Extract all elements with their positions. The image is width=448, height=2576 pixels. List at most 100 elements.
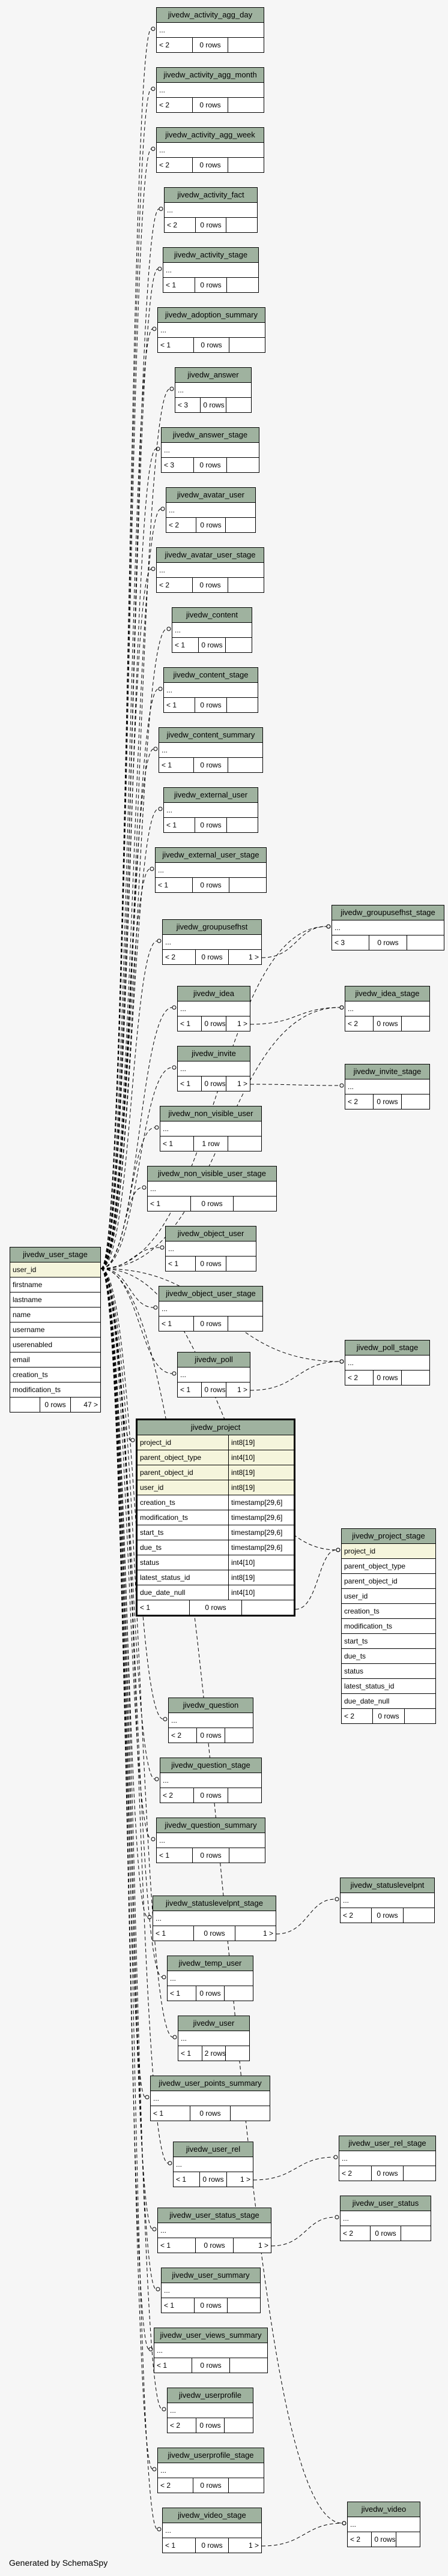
table-name[interactable]: jivedw_groupusefhst (163, 920, 261, 935)
table-name[interactable]: jivedw_non_visible_user (160, 1106, 261, 1121)
table-name[interactable]: jivedw_user_stage (10, 1247, 100, 1262)
table-name[interactable]: jivedw_idea_stage (345, 986, 429, 1001)
table-name[interactable]: jivedw_project (138, 1420, 294, 1435)
table-name[interactable]: jivedw_user_rel (174, 2142, 253, 2157)
table-name[interactable]: jivedw_activity_fact (165, 188, 257, 203)
table-name[interactable]: jivedw_avatar_user (166, 488, 255, 503)
table-name[interactable]: jivedw_temp_user (168, 1956, 253, 1971)
table-name[interactable]: jivedw_userprofile (168, 2388, 253, 2403)
table-name[interactable]: jivedw_external_user_stage (156, 848, 266, 863)
table-name[interactable]: jivedw_statuslevelpnt (341, 1878, 434, 1893)
table-name[interactable]: jivedw_external_user (164, 788, 258, 803)
table-name[interactable]: jivedw_invite_stage (345, 1064, 429, 1079)
table-name[interactable]: jivedw_user_summary (162, 2268, 260, 2283)
column-name: ... (170, 1974, 177, 1983)
table-name[interactable]: jivedw_poll (178, 1353, 250, 1368)
table-name[interactable]: jivedw_user (178, 2016, 249, 2031)
table-name[interactable]: jivedw_invite (178, 1046, 250, 1061)
table-name[interactable]: jivedw_activity_agg_month (157, 68, 264, 83)
table-name[interactable]: jivedw_userprofile_stage (158, 2448, 264, 2463)
table-name[interactable]: jivedw_statuslevelpnt_stage (153, 1896, 276, 1911)
table-name[interactable]: jivedw_video_stage (163, 2508, 261, 2523)
table-name[interactable]: jivedw_answer (175, 368, 251, 383)
table-name[interactable]: jivedw_groupusefhst_stage (332, 905, 444, 920)
table-name[interactable]: jivedw_adoption_summary (158, 308, 265, 323)
table-name[interactable]: jivedw_content_summary (159, 728, 262, 743)
table-name[interactable]: jivedw_answer_stage (162, 428, 259, 443)
table-name[interactable]: jivedw_question_stage (160, 1758, 261, 1773)
row-count: 0 rows (369, 935, 407, 950)
table-name[interactable]: jivedw_question (169, 1698, 253, 1713)
table-name[interactable]: jivedw_user_rel_stage (339, 2136, 435, 2151)
column-name: start_ts (344, 1637, 368, 1645)
table-name[interactable]: jivedw_avatar_user_stage (157, 548, 264, 563)
table-name[interactable]: jivedw_activity_agg_week (157, 128, 264, 143)
table-name[interactable]: jivedw_user_status_stage (158, 2208, 271, 2223)
table-name[interactable]: jivedw_user_views_summary (154, 2328, 267, 2343)
table-name[interactable]: jivedw_user_points_summary (151, 2076, 270, 2091)
table-name[interactable]: jivedw_video (348, 2502, 420, 2517)
table-name[interactable]: jivedw_user_status (341, 2196, 431, 2211)
table-name[interactable]: jivedw_project_stage (342, 1529, 435, 1544)
table-name[interactable]: jivedw_activity_stage (163, 248, 258, 263)
table-name[interactable]: jivedw_activity_agg_day (157, 8, 264, 23)
table-name[interactable]: jivedw_object_user_stage (159, 1286, 262, 1302)
table-name[interactable]: jivedw_question_summary (157, 1818, 265, 1833)
table-name[interactable]: jivedw_content_stage (164, 668, 258, 683)
table-name[interactable]: jivedw_object_user (166, 1226, 256, 1241)
table-name[interactable]: jivedw_non_visible_user_stage (148, 1166, 276, 1181)
table-name[interactable]: jivedw_content (172, 608, 252, 623)
table-name[interactable]: jivedw_poll_stage (345, 1341, 429, 1356)
table-name[interactable]: jivedw_idea (178, 986, 250, 1001)
table-column: ... (162, 2283, 260, 2298)
